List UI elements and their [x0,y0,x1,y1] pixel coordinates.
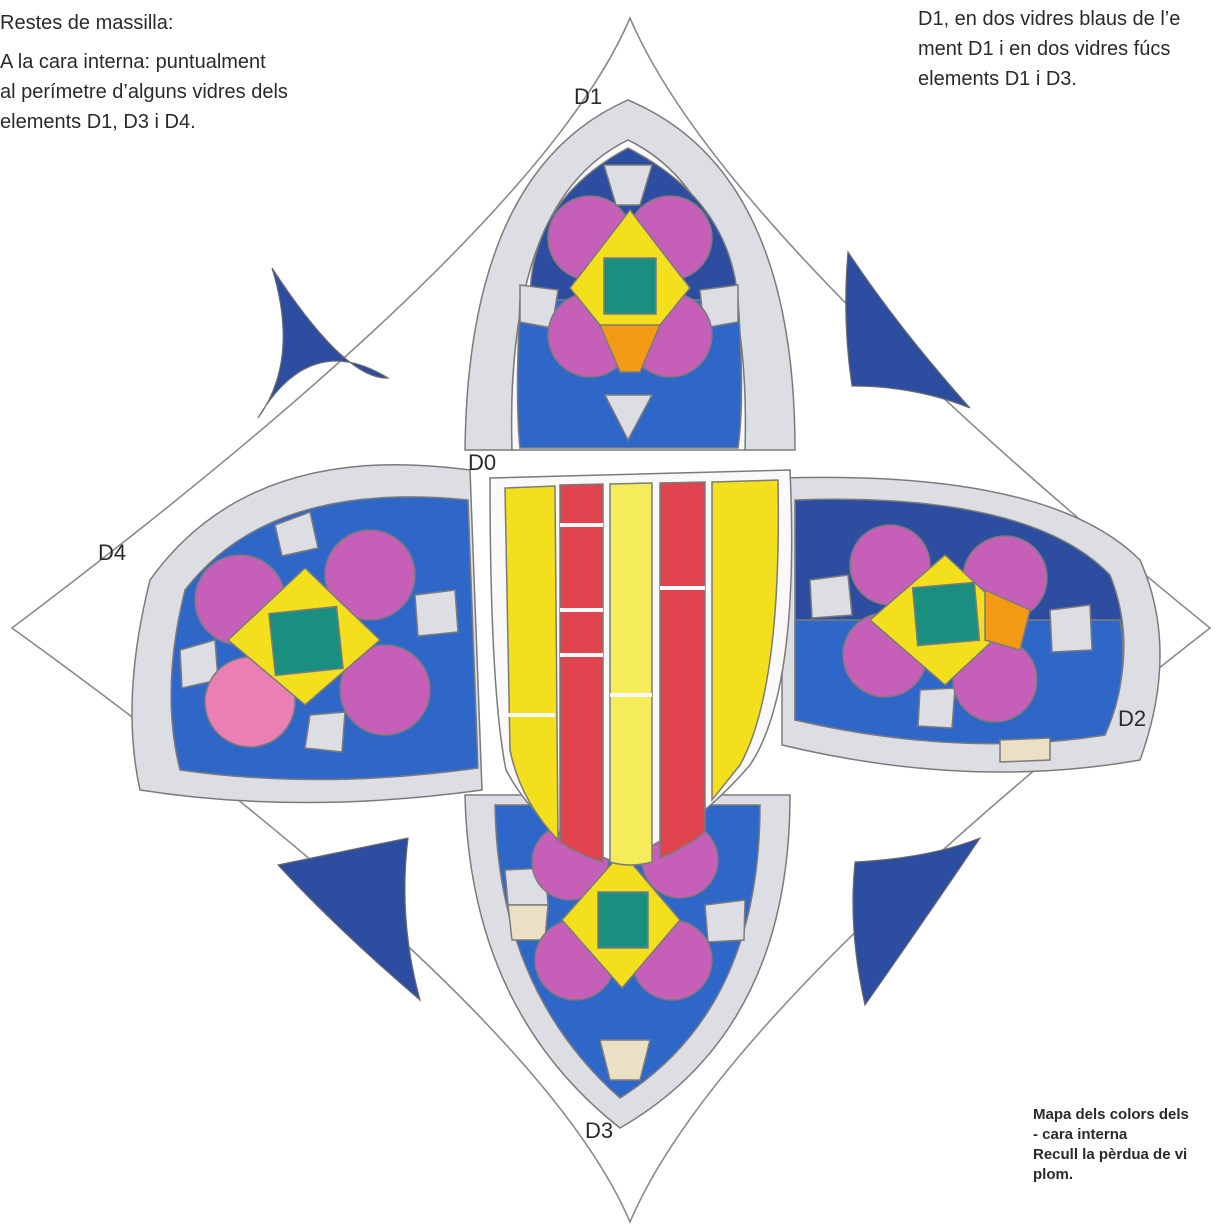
triangle-top-left [257,267,390,419]
panel-d4-lobe-br [339,644,431,736]
panel-d1-teal-square [603,257,657,315]
panel-d0-stripe-3 [609,482,653,866]
note-right-line-2: ment D1 i en dos vidres fúcs [918,38,1171,60]
panel-d0-stripe-4 [659,481,706,860]
panel-d2-grey-a [809,574,853,619]
triangle-bottom-right [852,836,982,1007]
panel-d1-grey-top [602,164,654,206]
panel-d2-teal-square [911,581,981,647]
panel-d3-grey-b [704,899,746,943]
panel-d4-grey-d [304,711,346,753]
panel-d4 [131,464,483,804]
panel-d1-orange-piece [598,324,662,373]
panel-d2-beige-a [999,737,1051,763]
caption-line-1: Mapa dels colors dels [1033,1106,1189,1123]
panel-d4-lobe-tr [324,529,416,621]
panel-d4-grey-c [414,589,459,637]
label-d4: D4 [98,540,127,565]
label-d1: D1 [574,84,603,109]
panel-d3-beige-b [599,1039,651,1081]
panel-d0-shield [489,469,793,866]
panel-d3 [464,794,791,1129]
panel-d0-lead-lines [505,523,705,717]
triangle-top-right [845,250,971,409]
caption-line-3: Recull la pèrdua de vi [1033,1146,1188,1163]
panel-d2-grey-c [917,687,956,729]
note-left-line-3: elements D1, D3 i D4. [0,111,196,133]
caption-line-4: plom. [1033,1166,1073,1183]
corner-triangles [257,250,982,1007]
label-d2: D2 [1118,706,1147,731]
panel-d1 [464,99,796,451]
triangle-bottom-left [276,837,422,1002]
label-d0: D0 [468,450,497,475]
panel-d1-grey-bottom [603,394,654,442]
panel-d4-grey-a [274,510,319,557]
caption-line-2: - cara interna [1033,1126,1128,1143]
panel-d4-teal-square [268,605,344,677]
note-left-line-2: al perímetre d’alguns vidres dels [0,81,288,103]
label-d3: D3 [585,1118,614,1143]
panel-d2-grey-b [1049,604,1093,653]
panel-d2 [781,476,1161,773]
note-left-heading: Restes de massilla: [0,12,174,34]
panel-d0-stripe-1 [504,485,559,842]
panel-d3-teal-square [597,891,649,949]
note-left-line-1: A la cara interna: puntualment [0,51,266,73]
panel-d3-beige-a [507,904,549,941]
panel-d2-orange-piece [984,588,1031,651]
note-right-line-1: D1, en dos vidres blaus de l’e [918,8,1181,30]
note-right-line-3: elements D1 i D3. [918,68,1077,90]
panel-d0-stripe-2 [559,483,604,864]
panel-d0-stripe-5 [711,479,780,803]
